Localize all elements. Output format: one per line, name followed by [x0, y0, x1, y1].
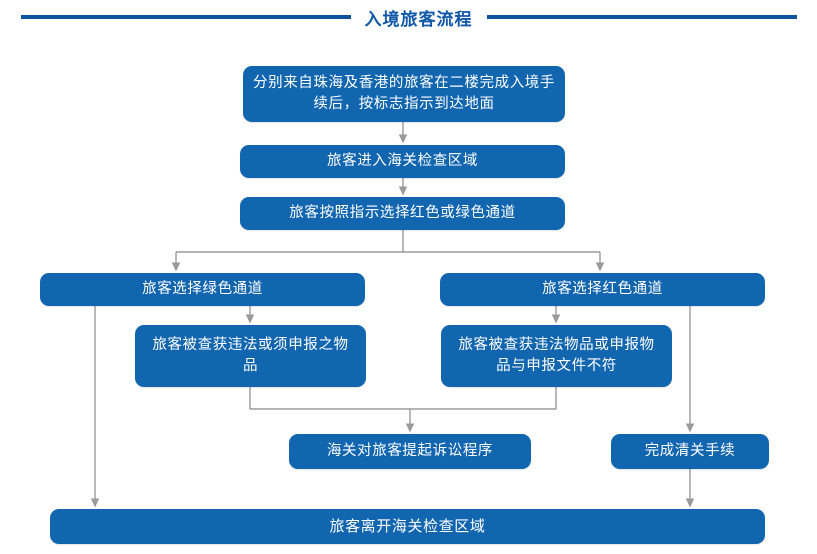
node-enter-customs-label: 旅客进入海关检查区域: [327, 153, 478, 169]
node-green-found[interactable]: 旅客被查获违法或须申报之物品: [135, 325, 366, 387]
node-prosecution-label: 海关对旅客提起诉讼程序: [326, 443, 494, 459]
node-green-lane[interactable]: 旅客选择绿色通道: [40, 273, 365, 306]
node-red-found[interactable]: 旅客被查获违法物品或申报物品与申报文件不符: [441, 325, 672, 387]
node-green-found-label: 旅客被查获违法或须申报之物品: [152, 337, 349, 374]
node-green-lane-label: 旅客选择绿色通道: [142, 281, 263, 297]
node-choose-lane-label: 旅客按照指示选择红色或绿色通道: [289, 205, 516, 221]
node-clearance[interactable]: 完成清关手续: [611, 434, 769, 469]
node-choose-lane[interactable]: 旅客按照指示选择红色或绿色通道: [240, 197, 565, 230]
node-arrival-label: 分别来自珠海及香港的旅客在二楼完成入境手续后，按标志指示到达地面: [253, 75, 555, 112]
node-enter-customs[interactable]: 旅客进入海关检查区域: [240, 145, 565, 178]
page-title: 入境旅客流程: [364, 9, 473, 30]
node-leave[interactable]: 旅客离开海关检查区域: [50, 509, 765, 544]
node-red-lane-label: 旅客选择红色通道: [542, 281, 663, 297]
title-rule-left: [20, 15, 351, 19]
node-red-found-label: 旅客被查获违法物品或申报物品与申报文件不符: [458, 337, 655, 374]
node-arrival[interactable]: 分别来自珠海及香港的旅客在二楼完成入境手续后，按标志指示到达地面: [243, 66, 565, 122]
node-prosecution[interactable]: 海关对旅客提起诉讼程序: [289, 434, 531, 469]
title-rule-right: [486, 15, 797, 19]
node-clearance-label: 完成清关手续: [644, 443, 736, 459]
page-title-bar: 入境旅客流程: [0, 0, 817, 34]
node-leave-label: 旅客离开海关检查区域: [329, 517, 486, 535]
node-red-lane[interactable]: 旅客选择红色通道: [440, 273, 765, 306]
